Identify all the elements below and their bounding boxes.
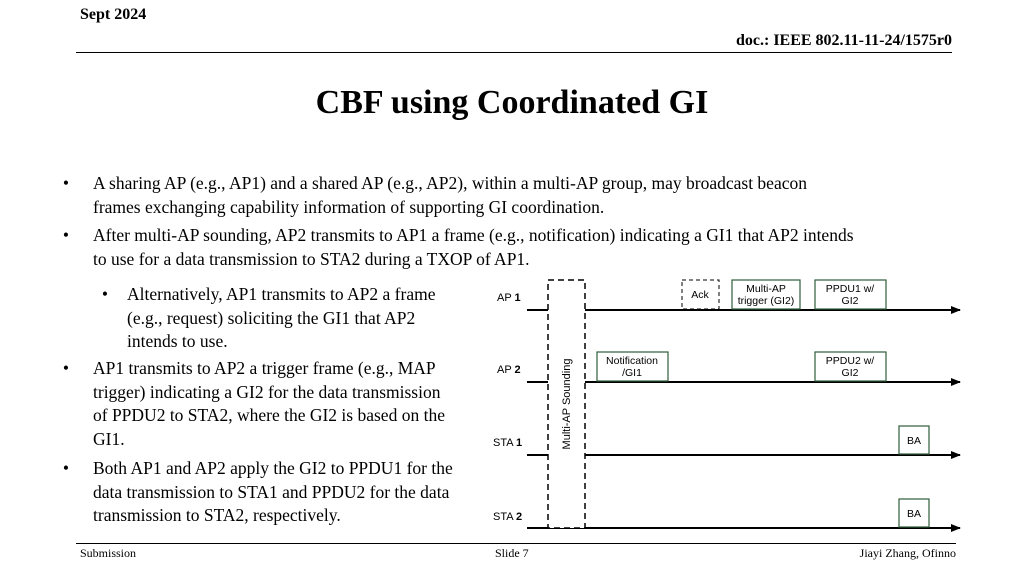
bullet-dot: • xyxy=(62,358,70,378)
footer-slide-number: Slide 7 xyxy=(495,546,529,560)
bullet-text-line: intends to use. xyxy=(127,331,228,351)
ppdu1-frame xyxy=(814,279,887,310)
footer-left: Submission xyxy=(80,546,137,560)
ppdu1-label-line2: GI2 xyxy=(842,295,859,307)
ppdu2-label-line1: PPDU2 w/ xyxy=(826,355,875,367)
bullet-text-line: GI1. xyxy=(93,428,125,449)
header-doc-id: doc.: IEEE 802.11-11-24/1575r0 xyxy=(735,32,952,49)
bullet-text-line: After multi-AP sounding, AP2 transmits t… xyxy=(93,225,854,245)
row-label-sta2: STA 2 xyxy=(493,511,522,523)
bullet-dot: • xyxy=(62,225,70,245)
ba-label-sta2: BA xyxy=(907,508,921,520)
notification-label-line2: /GI1 xyxy=(622,367,642,379)
bullet-text-line: transmission to STA2, respectively. xyxy=(93,505,341,525)
ack-frame-label: Ack xyxy=(691,289,709,301)
bullet-text-line: frames exchanging capability information… xyxy=(93,196,605,217)
bullet-text-line: AP1 transmits to AP2 a trigger frame (e.… xyxy=(93,358,436,378)
bullet-text-line: Alternatively, AP1 transmits to AP2 a fr… xyxy=(127,284,436,304)
slide-title: CBF using Coordinated GI xyxy=(315,84,709,121)
ppdu2-label-line2: GI2 xyxy=(842,367,859,379)
notification-label-line1: Notification xyxy=(606,355,658,367)
bullet-dot: • xyxy=(101,284,109,304)
bullet-text-line: of PPDU2 to STA2, where the GI2 is based… xyxy=(93,405,445,425)
bullet-text-line: data transmission to STA1 and PPDU2 for … xyxy=(93,481,450,502)
footer-divider xyxy=(76,543,956,544)
footer-author: Jiayi Zhang, Ofinno xyxy=(859,546,956,560)
multi-ap-sounding-box xyxy=(547,279,586,529)
bullet-text-line: (e.g., request) soliciting the GI1 that … xyxy=(127,307,416,328)
bullet-text-line: trigger) indicating a GI2 for the data t… xyxy=(93,381,441,402)
multi-ap-trigger-label-line1: Multi-AP xyxy=(746,283,786,295)
bullet-text-line: A sharing AP (e.g., AP1) and a shared AP… xyxy=(93,173,807,193)
ppdu1-label-line1: PPDU1 w/ xyxy=(826,283,875,295)
bullet-text-line: Both AP1 and AP2 apply the GI2 to PPDU1 … xyxy=(93,458,453,478)
ppdu2-frame xyxy=(814,351,887,382)
multi-ap-trigger-frame xyxy=(731,279,801,310)
header-date: Sept 2024 xyxy=(80,6,147,23)
bullet-dot: • xyxy=(62,458,70,478)
ba-frame-sta1 xyxy=(898,425,930,455)
ack-frame xyxy=(681,279,720,310)
notification-frame xyxy=(596,351,669,382)
multi-ap-trigger-label-line2: trigger (GI2) xyxy=(738,295,795,307)
ba-label-sta1: BA xyxy=(907,435,921,447)
header-divider xyxy=(76,52,952,53)
multi-ap-sounding-label: Multi-AP Sounding xyxy=(561,359,573,450)
bullet-text-line: to use for a data transmission to STA2 d… xyxy=(93,248,530,269)
row-label-ap1: AP 1 xyxy=(497,292,521,304)
row-label-sta1: STA 1 xyxy=(493,437,522,449)
row-label-ap2: AP 2 xyxy=(497,364,521,376)
ba-frame-sta2 xyxy=(898,498,930,528)
bullet-dot: • xyxy=(62,173,70,193)
